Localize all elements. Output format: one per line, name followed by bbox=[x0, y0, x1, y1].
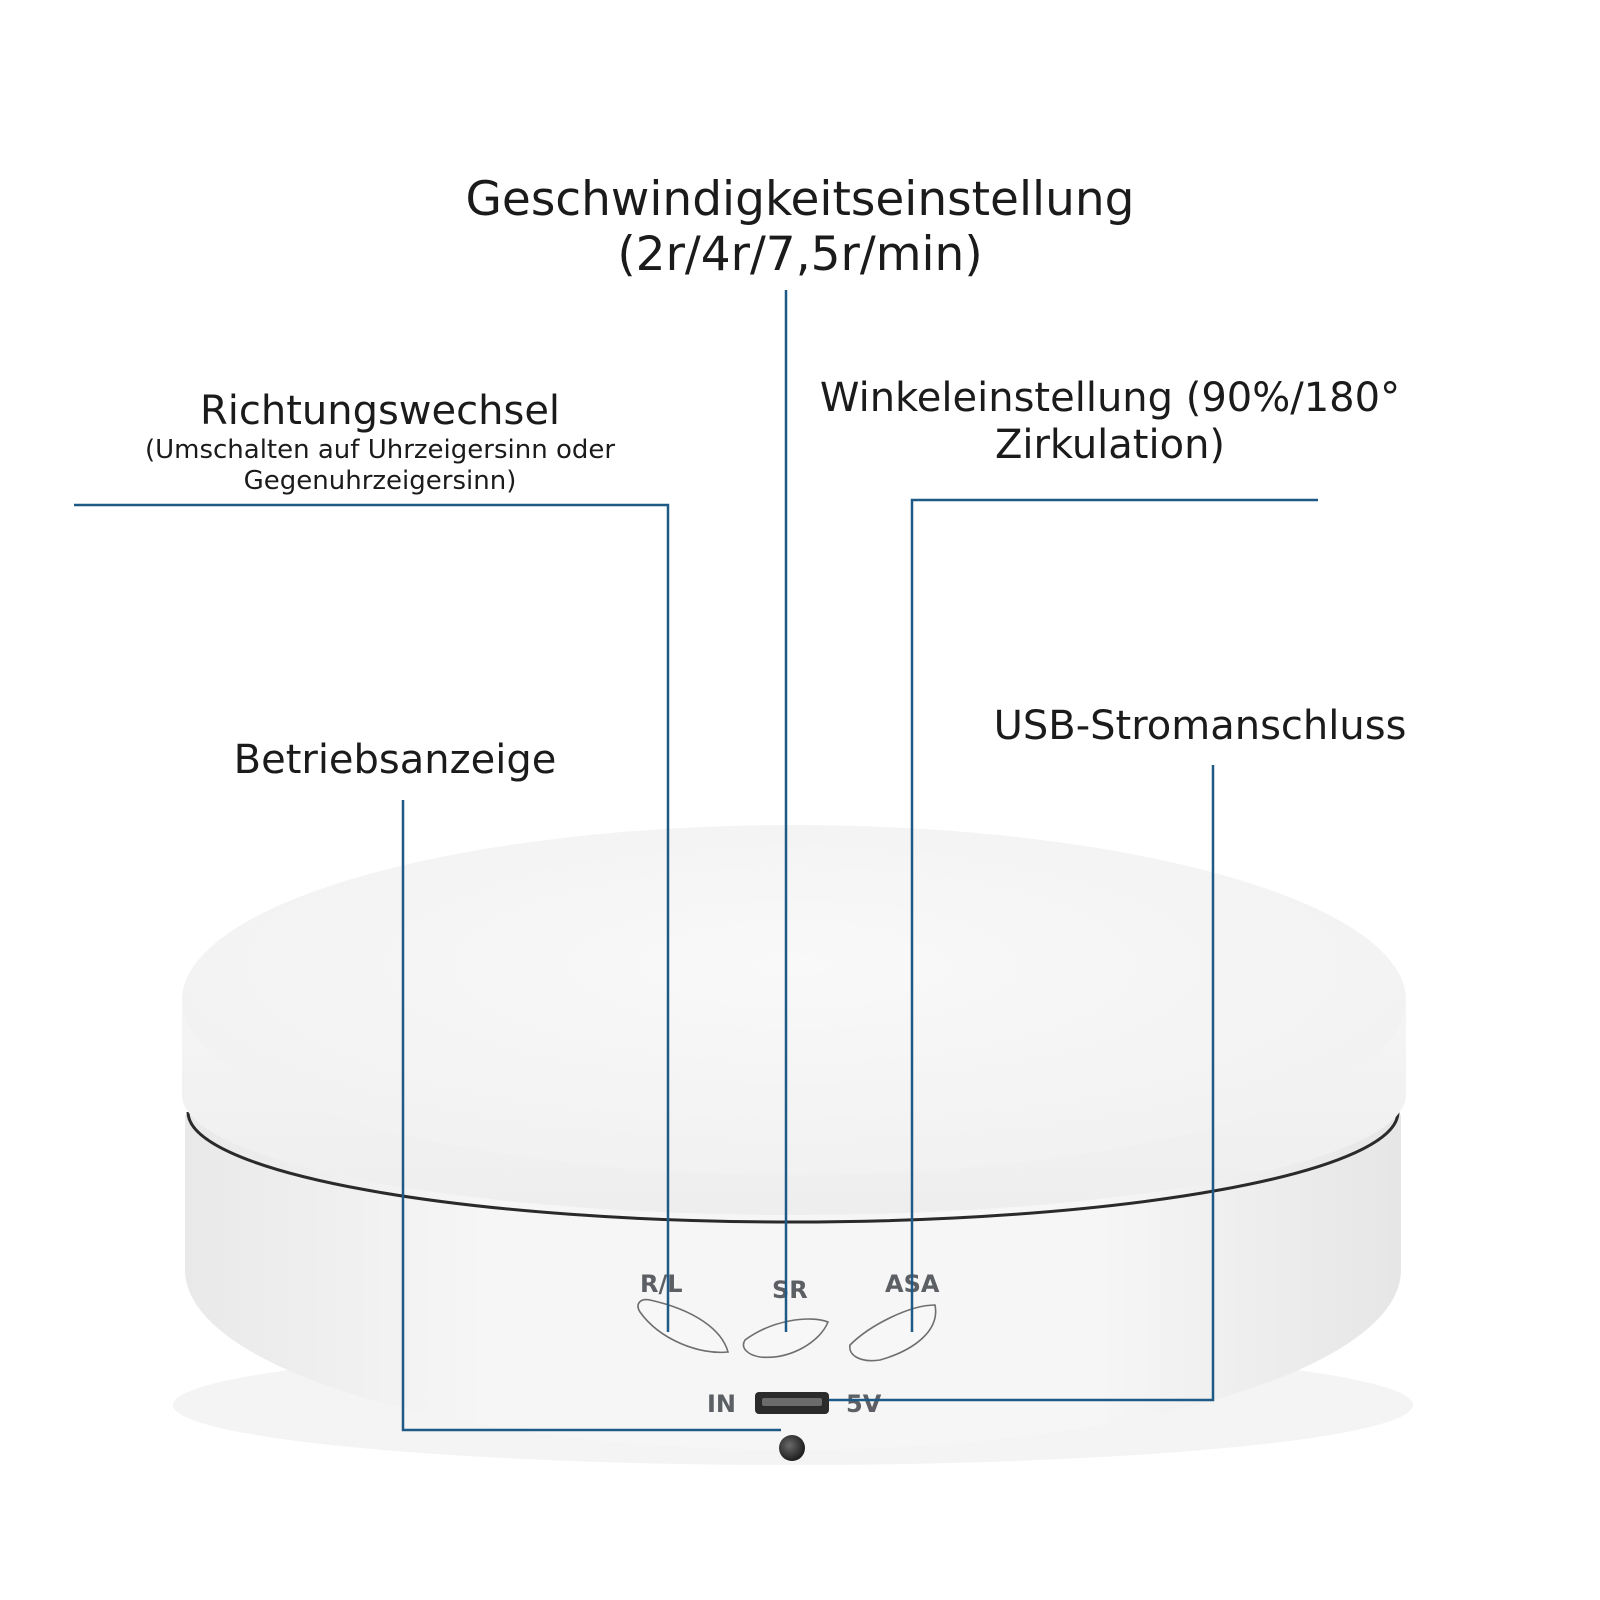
button-rl-shape[interactable] bbox=[637, 1298, 730, 1354]
power-led bbox=[779, 1435, 805, 1461]
turntable-device: R/L SR ASA IN 5V bbox=[173, 825, 1413, 1465]
direction-change-label: Richtungswechsel (Umschalten auf Uhrzeig… bbox=[90, 388, 670, 497]
speed-setting-label: Geschwindigkeitseinstellung (2r/4r/7,5r/… bbox=[400, 172, 1200, 283]
leader-power bbox=[401, 800, 781, 1432]
speed-setting-title: Geschwindigkeitseinstellung bbox=[465, 172, 1135, 227]
direction-change-desc-1: (Umschalten auf Uhrzeigersinn oder bbox=[144, 435, 616, 466]
direction-change-title: Richtungswechsel bbox=[199, 388, 561, 434]
port-in-text: IN bbox=[707, 1390, 736, 1418]
button-sr-text: SR bbox=[772, 1276, 808, 1304]
speed-setting-values: (2r/4r/7,5r/min) bbox=[617, 227, 983, 283]
leader-angle bbox=[910, 498, 1318, 1332]
angle-setting-label: Winkeleinstellung (90%/180° Zirkulation) bbox=[800, 375, 1420, 469]
port-5v-text: 5V bbox=[846, 1390, 882, 1418]
direction-change-desc-2: Gegenuhrzeigersinn) bbox=[243, 465, 517, 496]
rotation-seam bbox=[186, 1111, 1400, 1224]
leader-direction bbox=[74, 503, 670, 1332]
usb-port-inner bbox=[762, 1398, 822, 1406]
leader-lines bbox=[74, 290, 1318, 1432]
power-indicator-label: Betriebsanzeige bbox=[233, 737, 557, 783]
angle-setting-line-1: Winkeleinstellung (90%/180° bbox=[819, 375, 1401, 421]
usb-power-label: USB-Stromanschluss bbox=[993, 703, 1407, 749]
angle-setting-line-2: Zirkulation) bbox=[994, 422, 1226, 469]
leader-usb bbox=[829, 765, 1215, 1402]
top-plate-surface bbox=[182, 825, 1406, 1175]
button-rl-text: R/L bbox=[640, 1270, 683, 1298]
button-asa-shape[interactable] bbox=[849, 1304, 937, 1362]
